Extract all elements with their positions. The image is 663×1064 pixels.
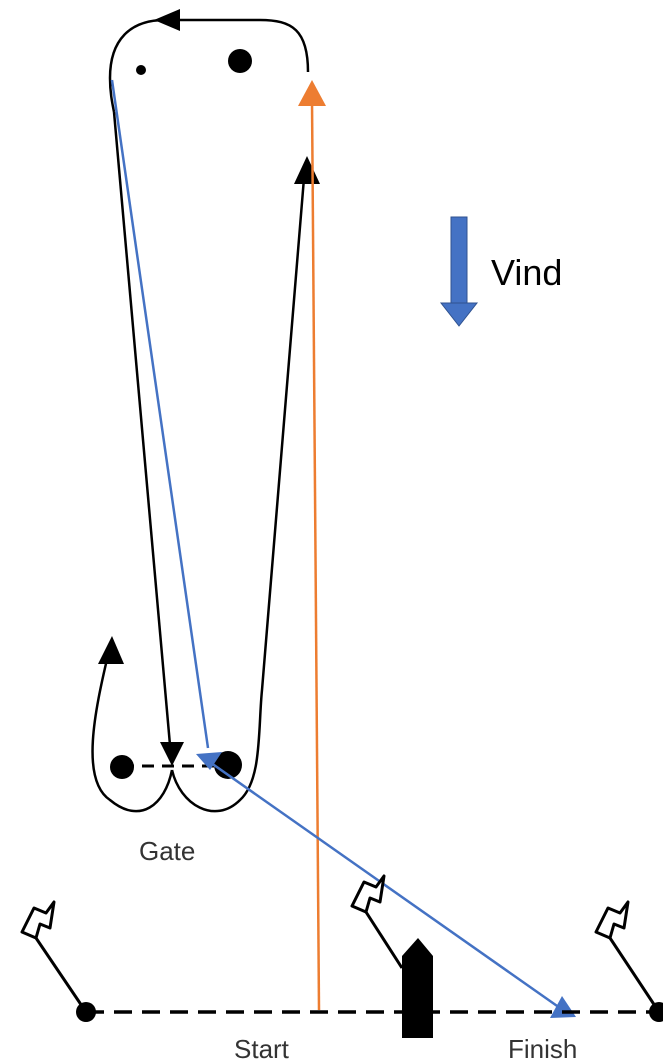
- wind-arrow-icon: [439, 216, 479, 327]
- windward-mark: [228, 49, 252, 73]
- windward-offset-mark: [136, 65, 146, 75]
- committee-boat-icon: [402, 938, 433, 1038]
- finish-pin-mark: [649, 1002, 663, 1022]
- top-arrowhead: [154, 9, 180, 31]
- blue-route-finish-arrowhead: [550, 996, 576, 1018]
- top-rounding-path: [108, 18, 310, 113]
- flag-icon: [594, 900, 661, 1013]
- downwind-arrowhead: [160, 742, 184, 766]
- gate-left-mark: [110, 755, 134, 779]
- blue-route-gate-arrowhead: [196, 752, 222, 770]
- wind-label: Vind: [491, 252, 562, 293]
- start-label: Start: [234, 1034, 290, 1064]
- blue-route-leg-1: [110, 79, 210, 749]
- gate-out-arrowhead: [98, 636, 124, 664]
- course-loop: [91, 18, 310, 813]
- gate-right-mark: [214, 751, 242, 779]
- downwind-leg: [112, 111, 172, 746]
- gate-right-rounding: [170, 177, 306, 813]
- upwind-arrowhead: [294, 156, 320, 184]
- finish-label: Finish: [508, 1034, 577, 1064]
- gate-label: Gate: [139, 836, 195, 866]
- flag-icon: [350, 874, 404, 969]
- orange-route-arrowhead: [298, 80, 326, 106]
- orange-route-line: [310, 99, 321, 1011]
- flag-icon: [20, 900, 88, 1013]
- gate-left-rounding: [91, 654, 174, 813]
